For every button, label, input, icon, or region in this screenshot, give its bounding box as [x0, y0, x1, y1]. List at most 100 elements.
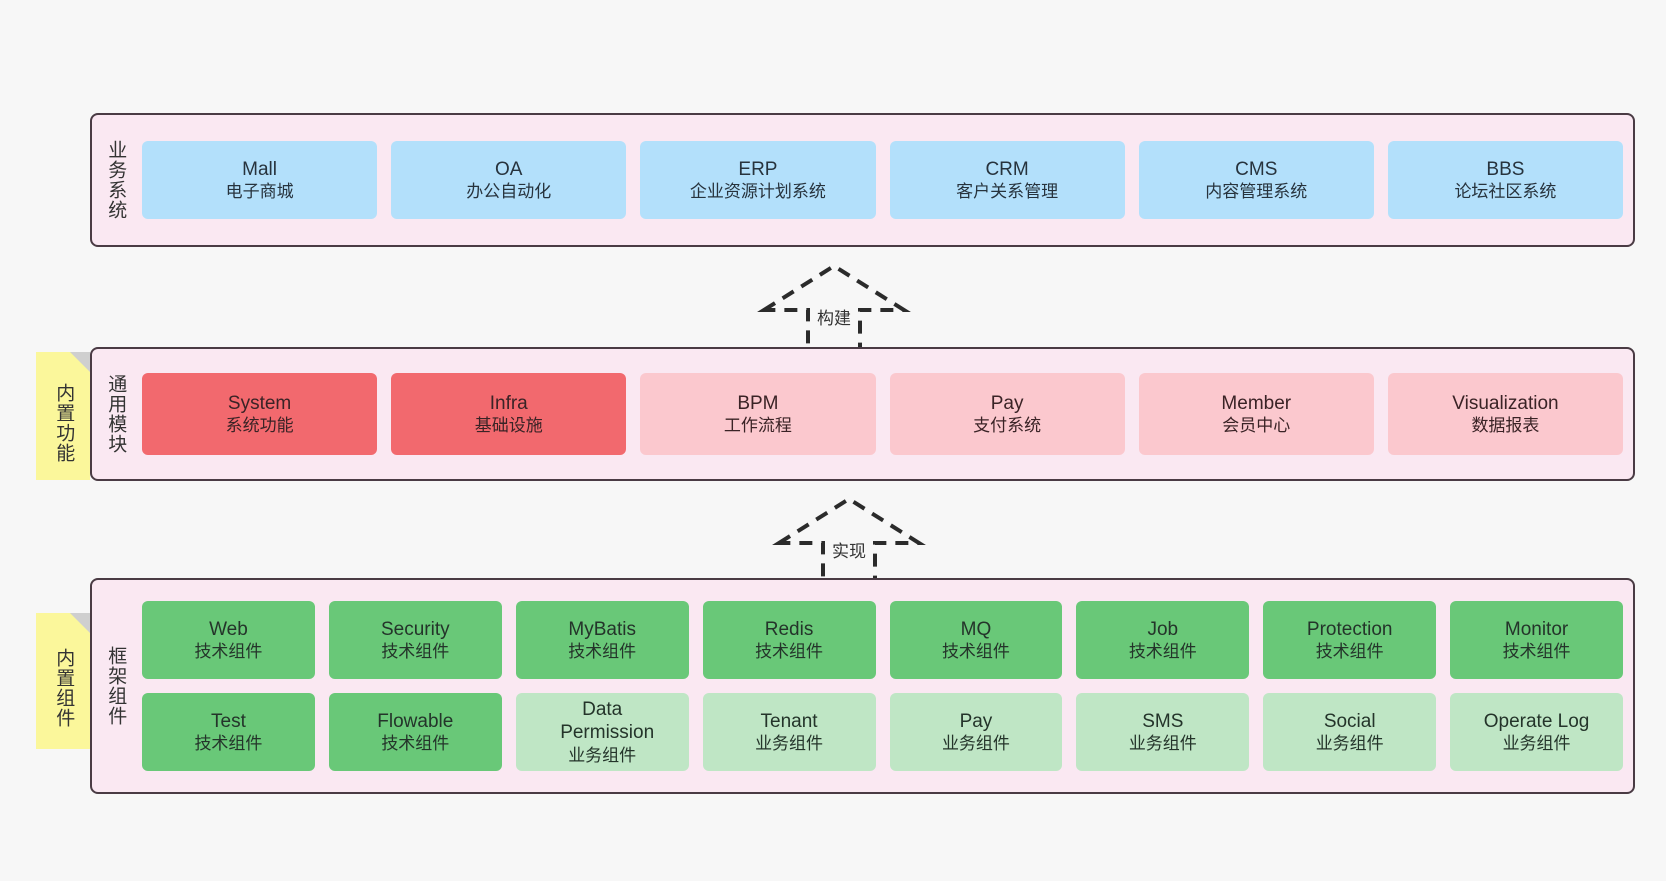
card-mq[interactable]: MQ 技术组件: [889, 601, 1063, 679]
card-crm[interactable]: CRM 客户关系管理: [889, 141, 1125, 219]
card-data-permission-cn: 业务组件: [568, 746, 637, 766]
card-visualization-en: Visualization: [1452, 392, 1559, 414]
framework-components-title: 框架组件: [105, 646, 127, 726]
card-security[interactable]: Security 技术组件: [328, 601, 502, 679]
card-data-permission-en: Data Permission: [560, 698, 655, 744]
card-pay-module[interactable]: Pay 支付系统: [889, 373, 1125, 455]
card-pay-component-en: Pay: [959, 710, 993, 732]
arrow-implement-shape: [772, 496, 926, 585]
card-monitor-cn: 技术组件: [1502, 642, 1571, 662]
business-card-row: Mall 电子商城 OA 办公自动化 ERP 企业资源计划系统 CRM 客户关系…: [142, 141, 1624, 219]
card-mall-cn: 电子商城: [225, 182, 294, 202]
card-web-en: Web: [209, 618, 248, 640]
card-social-en: Social: [1323, 710, 1376, 732]
card-system[interactable]: System 系统功能: [142, 373, 378, 455]
card-oa-cn: 办公自动化: [466, 182, 552, 202]
card-operate-log-cn: 业务组件: [1502, 734, 1571, 754]
note-builtin-features: 内置功能: [36, 352, 90, 480]
card-crm-cn: 客户关系管理: [956, 182, 1059, 202]
card-infra-cn: 基础设施: [474, 416, 543, 436]
card-redis-cn: 技术组件: [755, 642, 824, 662]
card-operate-log-en: Operate Log: [1483, 710, 1590, 732]
framework-components-layer: 框架组件 Web 技术组件 Security 技术组件 MyBatis 技术组件: [90, 578, 1635, 794]
arrow-build-label: 构建: [817, 309, 851, 328]
card-mall[interactable]: Mall 电子商城: [142, 141, 378, 219]
arrow-build: 构建: [757, 262, 911, 352]
card-protection[interactable]: Protection 技术组件: [1263, 601, 1437, 679]
card-mybatis[interactable]: MyBatis 技术组件: [515, 601, 689, 679]
card-web-cn: 技术组件: [194, 642, 263, 662]
card-social-cn: 业务组件: [1315, 734, 1384, 754]
card-sms[interactable]: SMS 业务组件: [1076, 693, 1250, 771]
card-infra-en: Infra: [489, 392, 528, 414]
arrow-implement: 实现: [772, 495, 926, 585]
card-sms-en: SMS: [1142, 710, 1184, 732]
common-modules-layer: 通用模块 System 系统功能 Infra 基础设施 BPM 工作流程 Pay…: [90, 347, 1635, 481]
card-oa[interactable]: OA 办公自动化: [391, 141, 627, 219]
card-visualization-cn: 数据报表: [1471, 416, 1540, 436]
card-mybatis-cn: 技术组件: [568, 642, 637, 662]
card-member-en: Member: [1221, 392, 1292, 414]
card-flowable[interactable]: Flowable 技术组件: [328, 693, 502, 771]
card-test[interactable]: Test 技术组件: [142, 693, 315, 771]
arrow-build-shape: [757, 263, 911, 352]
business-systems-cards: Mall 电子商城 OA 办公自动化 ERP 企业资源计划系统 CRM 客户关系…: [138, 115, 1633, 245]
card-monitor[interactable]: Monitor 技术组件: [1450, 601, 1623, 679]
card-bbs-en: BBS: [1486, 158, 1525, 180]
card-crm-en: CRM: [985, 158, 1029, 180]
card-protection-cn: 技术组件: [1315, 642, 1384, 662]
common-modules-cards: System 系统功能 Infra 基础设施 BPM 工作流程 Pay 支付系统…: [138, 349, 1633, 479]
card-security-cn: 技术组件: [381, 642, 450, 662]
card-system-en: System: [227, 392, 292, 414]
card-job-en: Job: [1147, 618, 1179, 640]
framework-components-cards: Web 技术组件 Security 技术组件 MyBatis 技术组件 Redi…: [138, 580, 1633, 792]
card-member[interactable]: Member 会员中心: [1138, 373, 1374, 455]
common-modules-title: 通用模块: [105, 374, 127, 454]
business-systems-title: 业务系统: [105, 140, 127, 220]
card-pay-module-en: Pay: [990, 392, 1024, 414]
card-infra[interactable]: Infra 基础设施: [391, 373, 627, 455]
card-mall-en: Mall: [242, 158, 277, 180]
card-pay-component[interactable]: Pay 业务组件: [889, 693, 1063, 771]
card-erp[interactable]: ERP 企业资源计划系统: [640, 141, 876, 219]
card-pay-component-cn: 业务组件: [941, 734, 1010, 754]
card-bbs-cn: 论坛社区系统: [1454, 182, 1557, 202]
card-tenant-cn: 业务组件: [755, 734, 824, 754]
card-redis-en: Redis: [764, 618, 814, 640]
card-tenant[interactable]: Tenant 业务组件: [702, 693, 876, 771]
card-system-cn: 系统功能: [225, 416, 294, 436]
card-job[interactable]: Job 技术组件: [1076, 601, 1250, 679]
card-flowable-cn: 技术组件: [381, 734, 450, 754]
card-pay-module-cn: 支付系统: [973, 416, 1042, 436]
card-oa-en: OA: [495, 158, 523, 180]
card-data-permission[interactable]: Data Permission 业务组件: [515, 693, 689, 771]
card-job-cn: 技术组件: [1128, 642, 1197, 662]
card-cms[interactable]: CMS 内容管理系统: [1138, 141, 1374, 219]
card-social[interactable]: Social 业务组件: [1263, 693, 1437, 771]
card-bbs[interactable]: BBS 论坛社区系统: [1387, 141, 1624, 219]
card-cms-cn: 内容管理系统: [1205, 182, 1308, 202]
card-web[interactable]: Web 技术组件: [142, 601, 315, 679]
card-test-en: Test: [211, 710, 246, 732]
card-erp-en: ERP: [738, 158, 778, 180]
card-visualization[interactable]: Visualization 数据报表: [1387, 373, 1624, 455]
card-erp-cn: 企业资源计划系统: [689, 182, 826, 202]
card-mq-en: MQ: [960, 618, 992, 640]
common-card-row: System 系统功能 Infra 基础设施 BPM 工作流程 Pay 支付系统…: [142, 373, 1624, 455]
card-security-en: Security: [380, 618, 450, 640]
card-flowable-en: Flowable: [377, 710, 454, 732]
card-tenant-en: Tenant: [760, 710, 818, 732]
arrow-implement-label: 实现: [832, 542, 866, 561]
card-cms-en: CMS: [1235, 158, 1278, 180]
card-sms-cn: 业务组件: [1128, 734, 1197, 754]
card-bpm-en: BPM: [737, 392, 779, 414]
card-monitor-en: Monitor: [1504, 618, 1569, 640]
card-redis[interactable]: Redis 技术组件: [702, 601, 876, 679]
card-bpm[interactable]: BPM 工作流程: [640, 373, 876, 455]
card-member-cn: 会员中心: [1222, 416, 1291, 436]
framework-card-row-1: Web 技术组件 Security 技术组件 MyBatis 技术组件 Redi…: [142, 601, 1623, 679]
business-systems-layer: 业务系统 Mall 电子商城 OA 办公自动化 ERP 企业资源计划系统 CRM…: [90, 113, 1635, 247]
card-operate-log[interactable]: Operate Log 业务组件: [1450, 693, 1623, 771]
card-protection-en: Protection: [1306, 618, 1393, 640]
